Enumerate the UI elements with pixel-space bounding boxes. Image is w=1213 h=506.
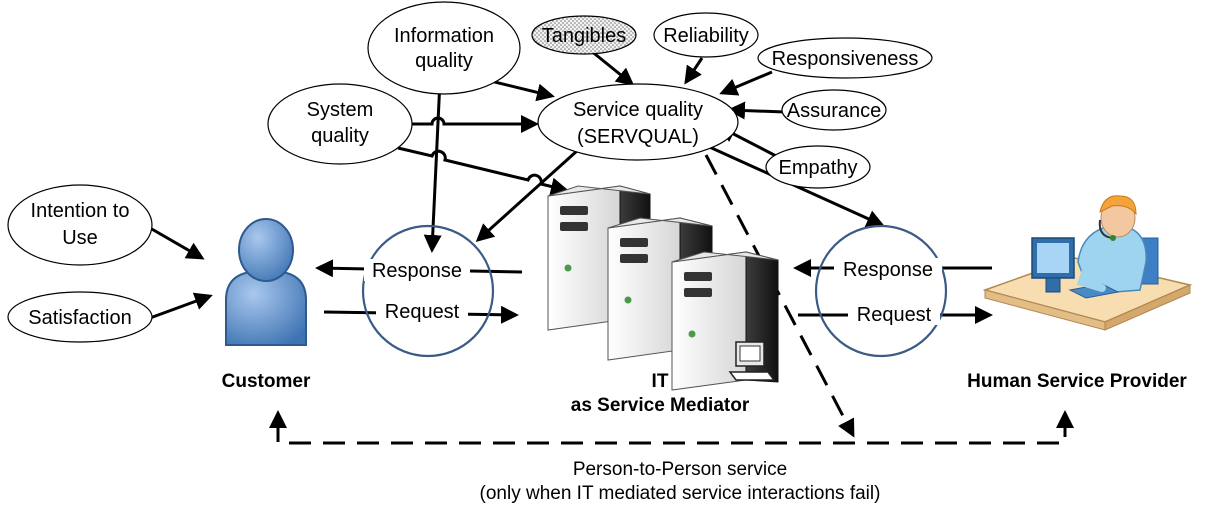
left-request-label: Request: [385, 301, 460, 323]
oval-responsiveness: Responsiveness: [757, 37, 933, 79]
empathy-label: Empathy: [779, 157, 858, 179]
right-response-bg: [834, 258, 942, 280]
left-response-label: Response: [372, 260, 462, 282]
arrow-servqual-to-customer-flow: [475, 148, 580, 243]
service-quality-line1: Service quality: [573, 99, 703, 121]
oval-tangibles: Tangibles: [531, 15, 637, 55]
customer-flow-circle: [361, 224, 495, 358]
reliability-label: Reliability: [663, 25, 749, 47]
satisfaction-label: Satisfaction: [28, 307, 131, 329]
system-quality-line2: quality: [311, 125, 369, 147]
service-quality-line2: (SERVQUAL): [577, 126, 699, 148]
intention-line2: Use: [62, 227, 98, 249]
oval-reliability: Reliability: [653, 12, 759, 58]
assurance-label: Assurance: [787, 100, 882, 122]
oval-satisfaction: Satisfaction: [7, 291, 153, 343]
oval-assurance: Assurance: [781, 89, 887, 131]
footer-line1: Person-to-Person service: [573, 459, 787, 480]
oval-service-quality: Service quality (SERVQUAL): [537, 83, 739, 161]
arrow-satisfaction-to-customer: [149, 292, 213, 320]
arrow-system-to-servqual: [412, 115, 539, 133]
system-quality-line1: System: [307, 99, 374, 121]
right-response-label: Response: [843, 259, 933, 281]
customer-person-icon: [225, 218, 307, 346]
arrow-reliability-to-servqual: [684, 57, 704, 85]
fallback-path: [276, 420, 1067, 445]
responsiveness-label: Responsiveness: [772, 48, 919, 70]
provider-label: Human Service Provider: [967, 371, 1187, 392]
arrow-intention-to-customer: [149, 226, 205, 260]
arrow-info-to-customer-flow: [423, 79, 442, 253]
service-agent-icon: [982, 195, 1193, 331]
it-label-line2: as Service Mediator: [571, 395, 750, 416]
arrow-servqual-to-fallback: [704, 154, 855, 438]
information-quality-line2: quality: [415, 50, 473, 72]
right-request-label: Request: [857, 304, 932, 326]
information-quality-line1: Information: [394, 25, 494, 47]
oval-empathy: Empathy: [765, 145, 871, 189]
customer-label: Customer: [222, 371, 311, 392]
footer-line2: (only when IT mediated service interacti…: [480, 483, 881, 504]
right-request-bg: [848, 303, 940, 325]
left-response-bg: [364, 259, 470, 281]
oval-information-quality: Information quality: [367, 1, 521, 95]
small-computer-icon: [728, 341, 776, 381]
left-request-bg: [376, 300, 468, 322]
oval-system-quality: System quality: [267, 83, 413, 165]
tangibles-label: Tangibles: [542, 25, 627, 47]
provider-flow-circle: [814, 224, 948, 358]
server-stack-icon: [547, 185, 779, 391]
arrow-responsiveness-to-servqual: [719, 70, 773, 96]
arrow-tangibles-to-servqual: [589, 48, 635, 86]
intention-line1: Intention to: [31, 200, 130, 222]
server-front: [671, 251, 779, 391]
arrow-assurance-to-servqual: [727, 101, 786, 120]
it-label-line1: IT: [652, 371, 669, 392]
oval-intention-to-use: Intention to Use: [7, 184, 153, 266]
